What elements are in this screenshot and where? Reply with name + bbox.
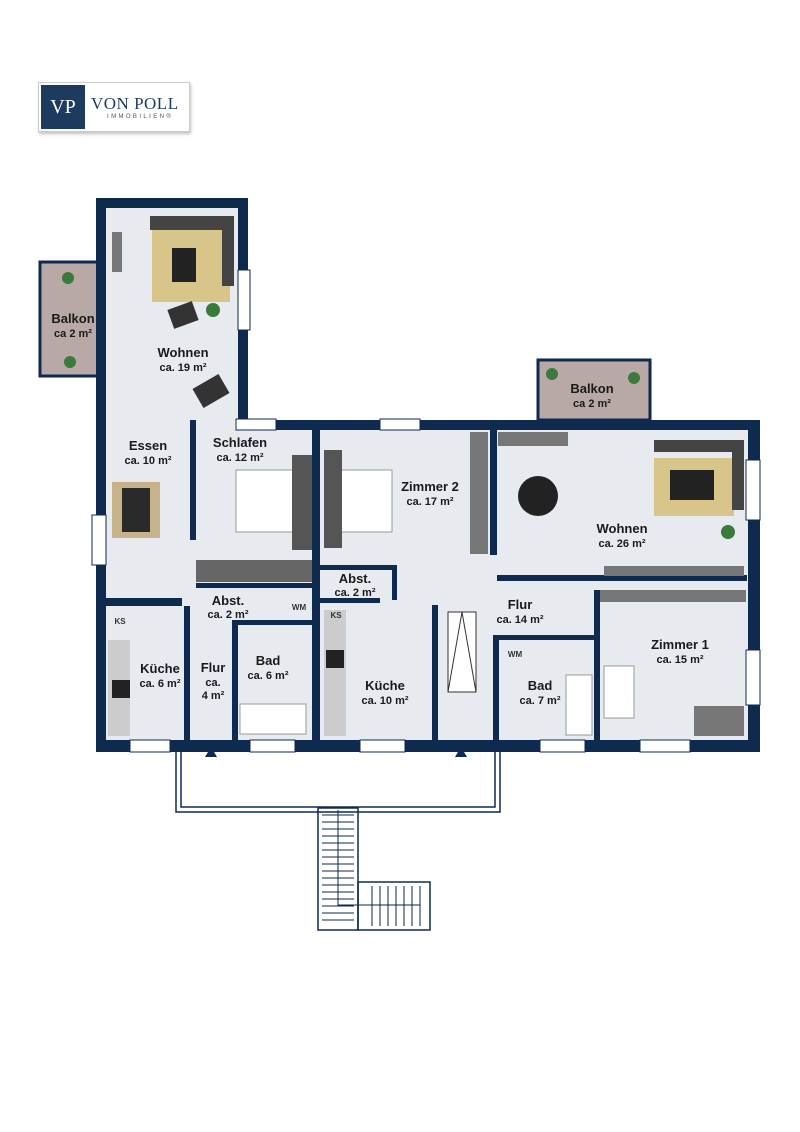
stairs <box>322 810 421 926</box>
svg-text:Balkon: Balkon <box>570 381 613 396</box>
fridge-tag: KS <box>114 617 126 626</box>
svg-text:ca 2 m²: ca 2 m² <box>573 398 611 410</box>
svg-text:ca. 26 m²: ca. 26 m² <box>598 538 645 550</box>
svg-text:ca. 19 m²: ca. 19 m² <box>159 362 206 374</box>
furniture <box>62 216 746 736</box>
svg-text:Küche: Küche <box>140 661 180 676</box>
svg-text:ca. 2 m²: ca. 2 m² <box>208 609 249 621</box>
von-poll-logo: VP VON POLL IMMOBILIEN® <box>38 82 190 132</box>
svg-text:ca. 12 m²: ca. 12 m² <box>216 452 263 464</box>
room-flur-mid: Flur ca. 14 m² <box>496 597 543 626</box>
windows <box>91 269 761 753</box>
svg-text:4 m²: 4 m² <box>202 690 225 702</box>
svg-text:Abst.: Abst. <box>212 593 245 608</box>
interior-walls <box>96 420 747 740</box>
svg-text:ca. 6 m²: ca. 6 m² <box>140 678 181 690</box>
svg-text:Zimmer 2: Zimmer 2 <box>401 479 459 494</box>
room-kueche-mid: Küche ca. 10 m² <box>361 678 408 707</box>
svg-text:Bad: Bad <box>528 678 553 693</box>
svg-text:ca. 10 m²: ca. 10 m² <box>361 695 408 707</box>
floor-area <box>106 208 748 740</box>
washing-machine-tag: WM <box>292 603 307 612</box>
room-balkon-right: Balkon ca 2 m² <box>570 381 613 410</box>
room-wohnen-right: Wohnen ca. 26 m² <box>596 521 647 550</box>
svg-text:ca. 6 m²: ca. 6 m² <box>248 670 289 682</box>
entrance-arrow-icon <box>205 747 467 757</box>
room-balkon-left: Balkon ca 2 m² <box>51 311 94 340</box>
svg-text:ca. 17 m²: ca. 17 m² <box>406 496 453 508</box>
svg-text:Flur: Flur <box>508 597 533 612</box>
room-schlafen: Schlafen ca. 12 m² <box>213 435 267 464</box>
svg-text:Zimmer 1: Zimmer 1 <box>651 637 709 652</box>
fridge-tag: KS <box>330 611 342 620</box>
logo-subtitle: IMMOBILIEN® <box>107 114 174 120</box>
room-zimmer-2: Zimmer 2 ca. 17 m² <box>401 479 459 508</box>
svg-text:Wohnen: Wohnen <box>157 345 208 360</box>
svg-text:ca. 15 m²: ca. 15 m² <box>656 654 703 666</box>
svg-text:Küche: Küche <box>365 678 405 693</box>
svg-text:ca. 14 m²: ca. 14 m² <box>496 614 543 626</box>
room-bad-right: Bad ca. 7 m² <box>520 678 561 707</box>
logo-mark: VP <box>41 85 85 129</box>
room-abst-mid: Abst. ca. 2 m² <box>335 571 376 599</box>
room-wohnen-left: Wohnen ca. 19 m² <box>157 345 208 374</box>
svg-text:Essen: Essen <box>129 438 167 453</box>
balcony-right <box>536 358 652 422</box>
svg-text:ca. 7 m²: ca. 7 m² <box>520 695 561 707</box>
room-bad-left: Bad ca. 6 m² <box>248 653 289 682</box>
svg-text:Wohnen: Wohnen <box>596 521 647 536</box>
svg-text:Balkon: Balkon <box>51 311 94 326</box>
room-flur-left: Flur ca. 4 m² <box>201 660 226 702</box>
svg-text:ca 2 m²: ca 2 m² <box>54 328 92 340</box>
svg-text:Abst.: Abst. <box>339 571 372 586</box>
svg-text:ca. 10 m²: ca. 10 m² <box>124 455 171 467</box>
svg-text:Bad: Bad <box>256 653 281 668</box>
svg-text:ca.: ca. <box>205 677 220 689</box>
logo-name: VON POLL <box>91 94 179 113</box>
svg-text:Flur: Flur <box>201 660 226 675</box>
room-zimmer-1: Zimmer 1 ca. 15 m² <box>651 637 709 666</box>
svg-text:ca. 2 m²: ca. 2 m² <box>335 587 376 599</box>
svg-text:Schlafen: Schlafen <box>213 435 267 450</box>
washing-machine-tag: WM <box>508 650 523 659</box>
entrance-porch <box>175 752 501 931</box>
room-essen: Essen ca. 10 m² <box>124 438 171 467</box>
room-abst-left: Abst. ca. 2 m² <box>208 593 249 621</box>
room-kueche-left: Küche ca. 6 m² <box>140 661 181 690</box>
